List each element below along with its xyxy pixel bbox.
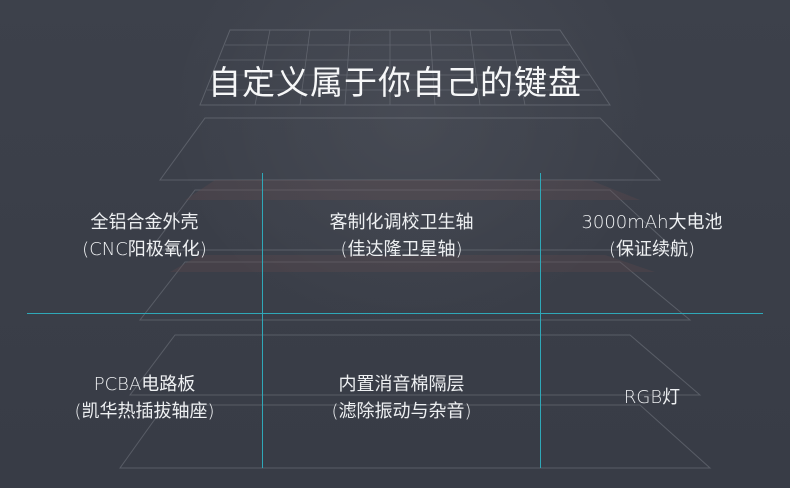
feature-detail: (滤除振动与杂音): [331, 401, 472, 422]
feature-detail: (CNC阳极氧化): [82, 239, 207, 260]
feature-pcba: PCBA电路板 (凯华热插拔轴座): [27, 371, 262, 425]
feature-rgb-light: RGB灯: [541, 384, 763, 411]
feature-name: 全铝合金外壳: [90, 212, 199, 233]
feature-name: RGB灯: [623, 387, 681, 408]
page-title: 自定义属于你自己的键盘: [208, 63, 582, 102]
feature-name: PCBA电路板: [93, 374, 196, 395]
feature-detail: (凯华热插拔轴座): [74, 401, 215, 422]
feature-stabilizers: 客制化调校卫生轴 (佳达隆卫星轴): [263, 209, 540, 263]
feature-name: 3000mAh大电池: [581, 212, 723, 233]
grid-divider-horizontal: [27, 313, 763, 314]
feature-detail: (佳达隆卫星轴): [340, 239, 463, 260]
feature-aluminum-case: 全铝合金外壳 (CNC阳极氧化): [27, 209, 262, 263]
feature-detail: (保证续航): [608, 239, 696, 260]
feature-battery: 3000mAh大电池 (保证续航): [541, 209, 763, 263]
feature-name: 客制化调校卫生轴: [329, 212, 474, 233]
feature-dampening-foam: 内置消音棉隔层 (滤除振动与杂音): [263, 371, 540, 425]
feature-name: 内置消音棉隔层: [338, 374, 465, 395]
grid-divider-vertical-right: [540, 173, 541, 468]
grid-divider-vertical-left: [262, 173, 263, 468]
